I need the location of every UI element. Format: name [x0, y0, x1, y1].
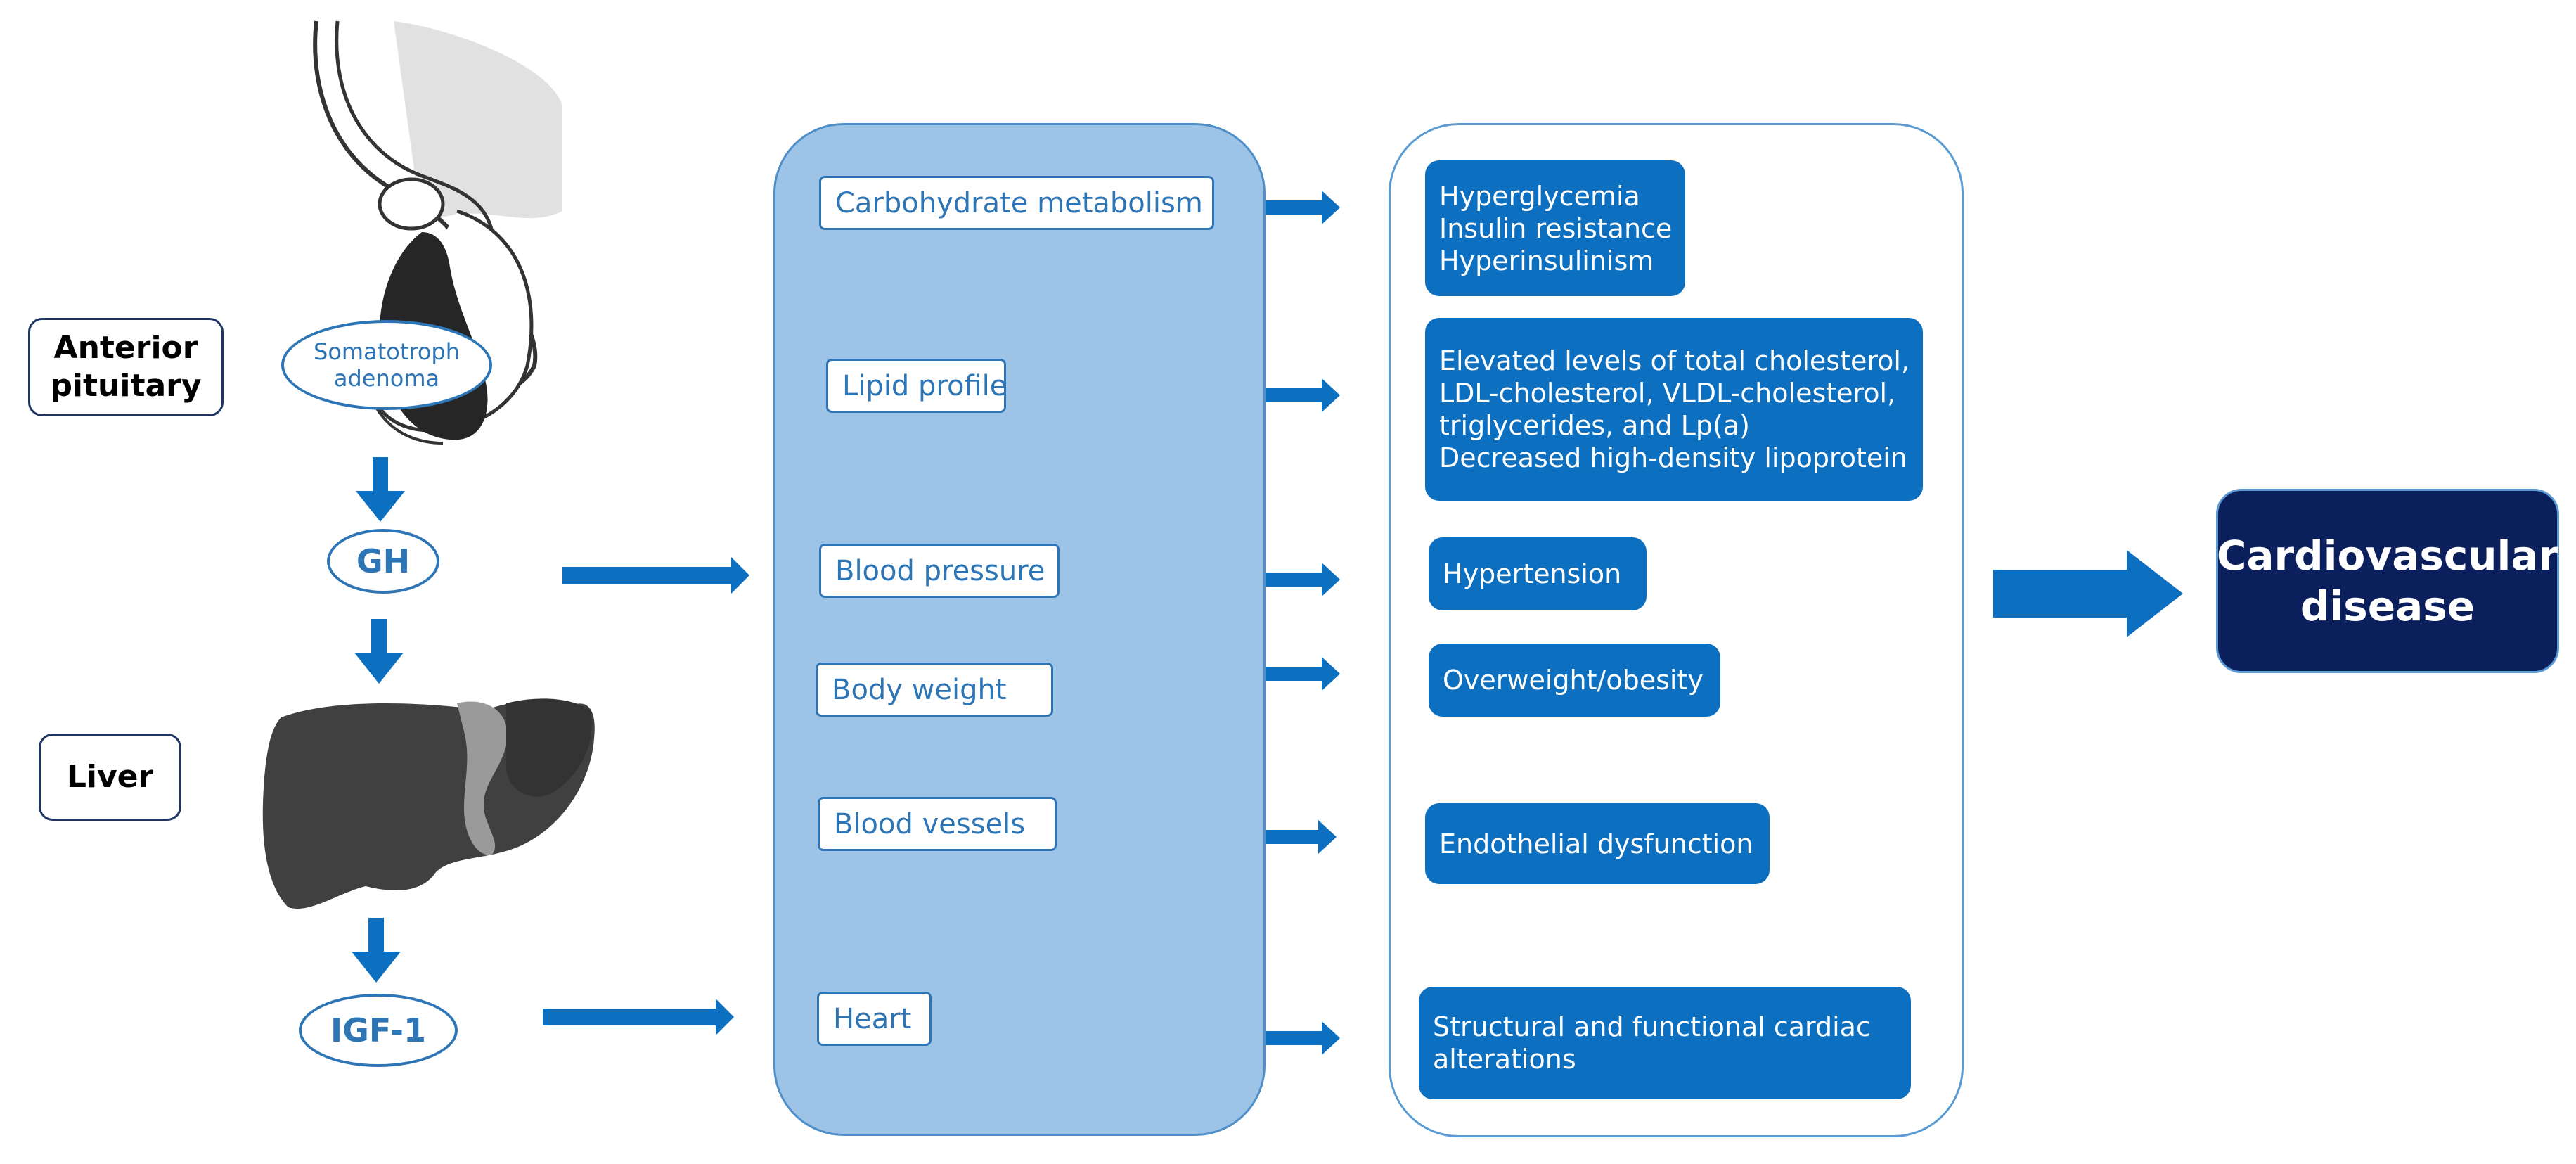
factor-label: Body weight — [832, 673, 1007, 706]
effect-heart: Structural and functional cardiac altera… — [1419, 987, 1911, 1099]
effect-line: Overweight/obesity — [1443, 665, 1704, 696]
anterior-pituitary-text: Anterior pituitary — [50, 330, 202, 404]
adenoma-text: Somatotroph adenoma — [314, 338, 460, 392]
effect-body-weight: Overweight/obesity — [1429, 644, 1720, 717]
factor-label: Heart — [833, 1002, 912, 1035]
down-arrows — [352, 457, 405, 983]
igf1-text: IGF-1 — [330, 1011, 426, 1049]
effect-line: Elevated levels of total cholesterol, — [1439, 345, 1910, 376]
liver-text: Liver — [66, 759, 154, 795]
effect-carbohydrate: Hyperglycemia Insulin resistance Hyperin… — [1425, 160, 1685, 296]
factor-lipid-profile: Lipid profile — [826, 359, 1007, 413]
factor-body-weight: Body weight — [816, 663, 1053, 717]
effect-line: Insulin resistance — [1439, 212, 1673, 244]
somatotroph-adenoma-ellipse: Somatotroph adenoma — [281, 320, 492, 410]
igf1-ellipse: IGF-1 — [299, 994, 458, 1067]
factor-carbohydrate-metabolism: Carbohydrate metabolism — [819, 176, 1214, 230]
outcome-arrow — [1993, 550, 2183, 637]
factor-heart: Heart — [817, 992, 932, 1046]
factor-to-effect-arrows — [1220, 191, 1340, 1055]
effect-blood-pressure: Hypertension — [1429, 537, 1647, 610]
liver-illustration — [262, 698, 595, 909]
anterior-pituitary-label: Anterior pituitary — [28, 318, 224, 416]
factor-blood-vessels: Blood vessels — [818, 797, 1057, 851]
effect-blood-vessels: Endothelial dysfunction — [1425, 803, 1770, 884]
effect-line: Decreased high-density lipoprotein — [1439, 442, 1907, 473]
factor-label: Blood vessels — [834, 807, 1026, 840]
effect-line: Hypertension — [1443, 558, 1622, 589]
factor-label: Blood pressure — [835, 554, 1045, 587]
cardiovascular-disease-box: Cardiovascular disease — [2216, 489, 2559, 673]
factors-panel — [773, 123, 1266, 1136]
factor-label: Carbohydrate metabolism — [835, 186, 1203, 219]
effect-line: Hyperglycemia — [1439, 180, 1640, 212]
effect-lipid: Elevated levels of total cholesterol, LD… — [1425, 318, 1923, 501]
factor-blood-pressure: Blood pressure — [819, 544, 1060, 598]
factor-label: Lipid profile — [842, 369, 1007, 402]
effect-line: LDL-cholesterol, VLDL-cholesterol, — [1439, 378, 1896, 409]
gh-ellipse: GH — [327, 529, 439, 594]
effect-line: Structural and functional cardiac — [1433, 1011, 1871, 1042]
effect-line: alterations — [1433, 1044, 1576, 1075]
input-arrows — [543, 557, 749, 1035]
effect-line: Endothelial dysfunction — [1439, 828, 1753, 859]
gh-text: GH — [356, 542, 411, 580]
liver-label: Liver — [39, 734, 181, 821]
effect-line: Hyperinsulinism — [1439, 245, 1654, 276]
effect-line: triglycerides, and Lp(a) — [1439, 410, 1750, 441]
outcome-text: Cardiovascular disease — [2216, 532, 2559, 630]
